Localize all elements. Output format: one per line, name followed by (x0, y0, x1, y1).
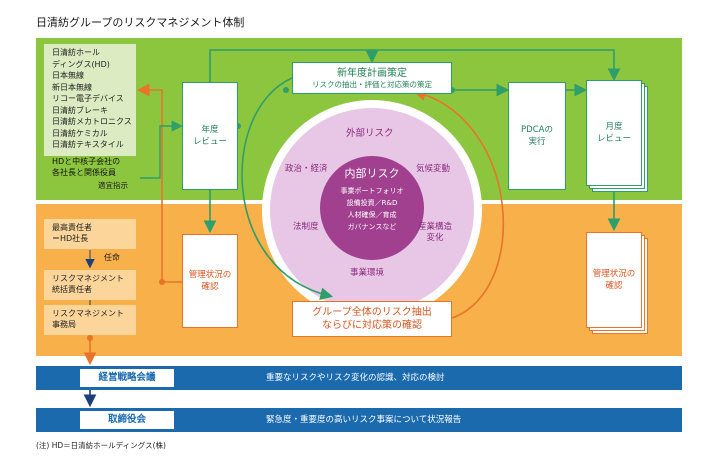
internal-risk-label: 内部リスク (344, 167, 400, 180)
arrow-cycle-right (412, 88, 505, 319)
appoint-label: 任命 (104, 253, 120, 262)
business-environment-label: 事業環境 (350, 268, 385, 278)
board-meeting-label: 取締役会 (80, 411, 174, 429)
company-item: ディングス(HD) (52, 59, 110, 69)
mgmt-status-line: 確認 (201, 282, 219, 292)
group-check-line: グループ全体のリスク抽出 (312, 307, 432, 318)
org-chief-box: 最高責任者 ＝HD社長 (44, 219, 136, 249)
board-meeting-desc: 緊急度・重要度の高いリスク事案について状況報告 (266, 415, 462, 425)
org-manager-line: 統括責任者 (52, 285, 92, 294)
internal-risk-item: 人材確保／育成 (347, 211, 397, 219)
politics-economy-label: 政治・経済 (285, 164, 328, 174)
org-office-line: リスクマネジメント (52, 309, 124, 318)
monthly-review-line: 月度 (605, 122, 623, 132)
industry-structure-label: 産業構造 変化 (418, 222, 452, 244)
mgmt-status-line: 確認 (605, 281, 623, 291)
arrow-feedback-to-companies (136, 83, 182, 283)
internal-risk-item: 事業ポートフォリオ (340, 187, 404, 195)
org-office-box: リスクマネジメント 事務局 (44, 305, 136, 335)
company-item: 日清紡ブレーキ (52, 105, 108, 115)
org-chief-line: 最高責任者 (52, 223, 92, 232)
footnote: (注) HD＝日清紡ホールディングス(株) (36, 441, 166, 450)
arrow-annual-to-plan (209, 49, 379, 82)
annual-review-line: 年度 (201, 125, 219, 135)
annual-plan-subtitle: リスクの抽出・評価と対応策の策定 (312, 79, 432, 89)
mgmt-status-line: 管理状況の (188, 270, 232, 280)
instruction-label: 適宜指示 (98, 181, 128, 190)
monthly-review-box: 月度レビュー (586, 80, 642, 186)
annual-review-line: レビュー (192, 137, 227, 147)
subsidiary-note: HDと中核子会社の 各社長と関係役員 (52, 156, 120, 178)
board-meeting-row: 取締役会 緊急度・重要度の高いリスク事案について状況報告 (36, 408, 682, 432)
org-manager-line: リスクマネジメント (52, 274, 124, 283)
company-item: 日本無線 (52, 71, 84, 80)
group-risk-check-box: グループ全体のリスク抽出ならびに対応策の確認 (292, 301, 452, 337)
company-item: 日清紡テキスタイル (52, 140, 124, 149)
climate-change-label: 気候変動 (416, 164, 451, 174)
annual-plan-box: 新年度計画策定 リスクの抽出・評価と対応策の策定 (292, 62, 452, 94)
industry-line: 変化 (426, 233, 444, 243)
mgmt-status-line: 管理状況の (592, 269, 636, 279)
subsidiary-note-line: HDと中核子会社の (52, 157, 121, 166)
mgmt-status-right-box: 管理状況の確認 (586, 232, 642, 328)
company-list: 日清紡ホール ディングス(HD) 日本無線 新日本無線 リコー電子デバイス 日清… (44, 44, 136, 156)
annual-plan-title: 新年度計画策定 (337, 67, 407, 79)
company-item: 新日本無線 (52, 82, 92, 92)
internal-risk-item: 設備投資／R&D (346, 199, 398, 207)
arrow-instruction (140, 120, 183, 179)
company-item: 日清紡ケミカル (52, 128, 108, 138)
pdca-box: PDCAの実行 (508, 82, 566, 190)
pdca-line: 実行 (528, 137, 546, 147)
monthly-review-line: レビュー (596, 134, 631, 144)
strategy-meeting-row: 経営戦略会議 重要なリスクやリスク変化の認識、対応の検討 (36, 366, 682, 390)
diagram-title: 日清紡グループのリスクマネジメント体制 (36, 16, 245, 29)
arrow-cycle-left (241, 77, 334, 301)
org-manager-box: リスクマネジメント 統括責任者 (44, 270, 136, 300)
company-item: 日清紡ホール (52, 48, 100, 57)
company-item: 日清紡メカトロニクス (52, 117, 132, 126)
internal-risk-core (320, 156, 424, 260)
pdca-line: PDCAの (521, 125, 553, 135)
mgmt-status-left-box: 管理状況の確認 (182, 234, 238, 328)
internal-risk-item: ガバナンスなど (347, 223, 397, 231)
strategy-meeting-label: 経営戦略会議 (80, 369, 174, 387)
industry-line: 産業構造 (418, 222, 453, 232)
external-risk-label: 外部リスク (346, 128, 394, 139)
annual-review-box: 年度レビュー (182, 82, 238, 190)
org-chief-line: ＝HD社長 (52, 234, 89, 243)
subsidiary-note-line: 各社長と関係役員 (52, 168, 116, 177)
legal-system-label: 法制度 (293, 222, 319, 232)
company-item: リコー電子デバイス (52, 94, 124, 103)
strategy-meeting-desc: 重要なリスクやリスク変化の認識、対応の検討 (266, 373, 445, 383)
org-office-line: 事務局 (52, 320, 76, 329)
arrow-plan-to-monthly (372, 49, 621, 82)
group-check-line: ならびに対応策の確認 (322, 320, 422, 331)
